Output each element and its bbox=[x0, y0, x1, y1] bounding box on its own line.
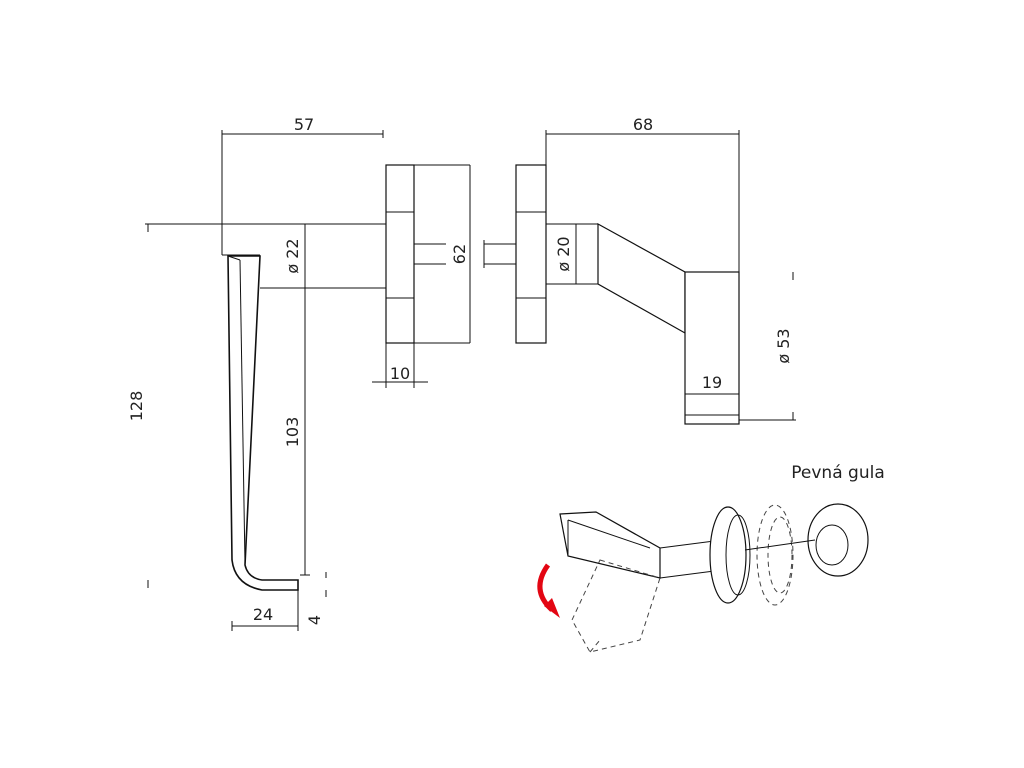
curved-arrow-icon bbox=[537, 563, 560, 618]
dim-62-label: 62 bbox=[450, 244, 469, 264]
dim-4-label: 4 bbox=[305, 615, 324, 625]
dimension-19: 19 bbox=[685, 373, 739, 395]
dim-103-label: 103 bbox=[283, 417, 302, 448]
dim-10-label: 10 bbox=[390, 364, 410, 383]
dimension-22: ø 22 bbox=[283, 224, 306, 288]
dimension-20: ø 20 bbox=[554, 224, 577, 284]
handle-top-view bbox=[546, 222, 740, 425]
dimension-10: 10 bbox=[372, 343, 428, 388]
dim-24-label: 24 bbox=[253, 605, 273, 624]
dim-19-label: 19 bbox=[702, 373, 722, 392]
dim-57-label: 57 bbox=[294, 115, 314, 134]
dim-128-label: 128 bbox=[127, 391, 146, 422]
isometric-view bbox=[559, 503, 869, 653]
fixed-ball-label: Pevná gula bbox=[791, 463, 884, 483]
dimension-128: 128 bbox=[127, 223, 222, 588]
dimension-57: 57 bbox=[221, 115, 384, 224]
rose-left bbox=[385, 164, 470, 344]
dimension-4: 4 bbox=[305, 572, 327, 625]
dim-53-label: ø 53 bbox=[774, 328, 793, 363]
rose-right bbox=[515, 164, 547, 344]
dimension-24: 24 bbox=[231, 590, 299, 631]
dim-68-label: 68 bbox=[633, 115, 653, 134]
handle-side-view bbox=[221, 223, 386, 591]
dimension-53: ø 53 bbox=[739, 272, 796, 421]
dimension-62: 62 bbox=[450, 165, 471, 343]
dim-20-label: ø 20 bbox=[554, 236, 573, 271]
dimension-68: 68 bbox=[545, 115, 740, 272]
spindle-break bbox=[483, 240, 516, 268]
dimension-103: 103 bbox=[283, 288, 310, 576]
dim-22-label: ø 22 bbox=[283, 238, 302, 273]
